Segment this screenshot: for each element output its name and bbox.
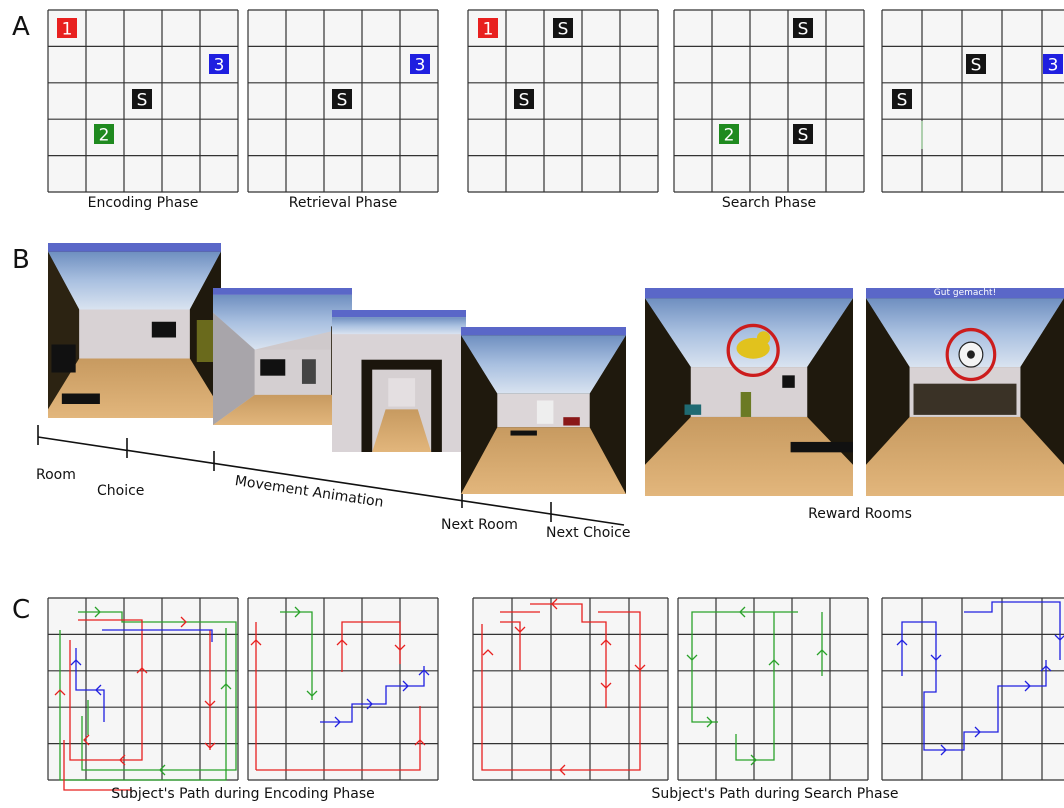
svg-text:2: 2 xyxy=(724,126,735,146)
marker-start: S xyxy=(966,54,986,76)
marker-goal1: 1 xyxy=(57,18,77,40)
doorway-screenshot xyxy=(332,310,466,452)
reward-room-duck-screenshot xyxy=(645,288,853,496)
caption-encoding-path: Subject's Path during Encoding Phase xyxy=(48,787,438,801)
timeline-room-label: Room xyxy=(36,468,76,482)
reward-room-ball-screenshot: Gut gemacht! xyxy=(866,288,1064,496)
marker-start: S xyxy=(514,89,534,111)
svg-text:S: S xyxy=(519,91,530,111)
panel-c-grid-3 xyxy=(473,598,668,780)
marker-start: S xyxy=(793,18,813,40)
marker-goal2: 2 xyxy=(719,124,739,146)
svg-text:S: S xyxy=(337,91,348,111)
svg-text:3: 3 xyxy=(1048,56,1059,76)
svg-text:S: S xyxy=(897,91,908,111)
svg-text:S: S xyxy=(798,20,809,40)
svg-text:2: 2 xyxy=(99,126,110,146)
marker-start: S xyxy=(132,89,152,111)
caption-search-path: Subject's Path during Search Phase xyxy=(580,787,970,801)
marker-goal1: 1 xyxy=(478,18,498,40)
panel-c-grid-4 xyxy=(678,598,868,780)
panel-b-label: B xyxy=(12,247,30,273)
svg-text:S: S xyxy=(137,91,148,111)
next-room-screenshot xyxy=(461,327,626,494)
panel-a-grid-4 xyxy=(674,10,864,192)
caption-retrieval-phase: Retrieval Phase xyxy=(248,196,438,210)
marker-start: S xyxy=(793,124,813,146)
panel-c-label: C xyxy=(12,597,30,623)
timeline-choice-label: Choice xyxy=(97,484,144,498)
panel-c-grid-2 xyxy=(248,598,438,780)
marker-goal2: 2 xyxy=(94,124,114,146)
svg-text:S: S xyxy=(558,20,569,40)
caption-reward-rooms: Reward Rooms xyxy=(760,507,960,521)
marker-start: S xyxy=(553,18,573,40)
panel-c-grid-5 xyxy=(882,598,1064,780)
marker-goal3: 3 xyxy=(410,54,430,76)
timeline-next-room-label: Next Room xyxy=(441,518,518,532)
svg-text:3: 3 xyxy=(415,56,426,76)
svg-text:S: S xyxy=(971,56,982,76)
svg-text:1: 1 xyxy=(483,20,494,40)
marker-goal3: 3 xyxy=(1043,54,1063,76)
caption-search-phase: Search Phase xyxy=(674,196,864,210)
timeline-next-choice-label: Next Choice xyxy=(546,526,630,540)
svg-text:S: S xyxy=(798,126,809,146)
marker-start: S xyxy=(892,89,912,111)
marker-goal3: 3 xyxy=(209,54,229,76)
svg-text:1: 1 xyxy=(62,20,73,40)
panel-c-grids xyxy=(48,598,1064,780)
room-view-screenshot xyxy=(48,243,221,418)
panel-a-label: A xyxy=(12,14,30,40)
svg-text:3: 3 xyxy=(214,56,225,76)
panel-a-grids: 13S23S1SSS2SS3S xyxy=(48,10,1064,192)
reward-banner: Gut gemacht! xyxy=(866,288,1064,299)
caption-encoding-phase: Encoding Phase xyxy=(48,196,238,210)
marker-start: S xyxy=(332,89,352,111)
